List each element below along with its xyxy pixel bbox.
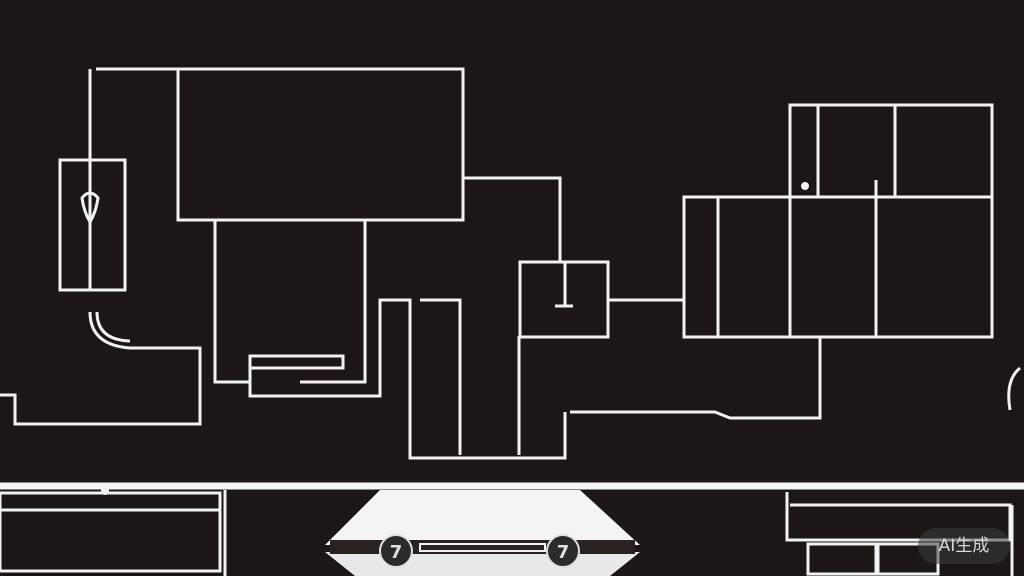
center-small-box — [518, 260, 822, 420]
knob-right-label: 7 — [557, 542, 570, 563]
left-bottom-wiring — [0, 311, 202, 426]
knob-left-label: 7 — [390, 542, 403, 563]
ai-generated-watermark: AI生成 — [918, 528, 1010, 564]
bottom-panel: 7 7 — [0, 482, 1024, 576]
knob-right[interactable]: 7 — [546, 534, 580, 568]
keyhole-icon — [80, 191, 100, 225]
top-left-main-box — [88, 67, 465, 222]
left-tall-box — [58, 158, 127, 292]
dot-marker — [801, 182, 809, 190]
center-wiring — [213, 176, 567, 460]
central-panel-plate — [325, 490, 640, 545]
right-box-assembly — [682, 103, 1022, 411]
knob-left[interactable]: 7 — [379, 534, 413, 568]
